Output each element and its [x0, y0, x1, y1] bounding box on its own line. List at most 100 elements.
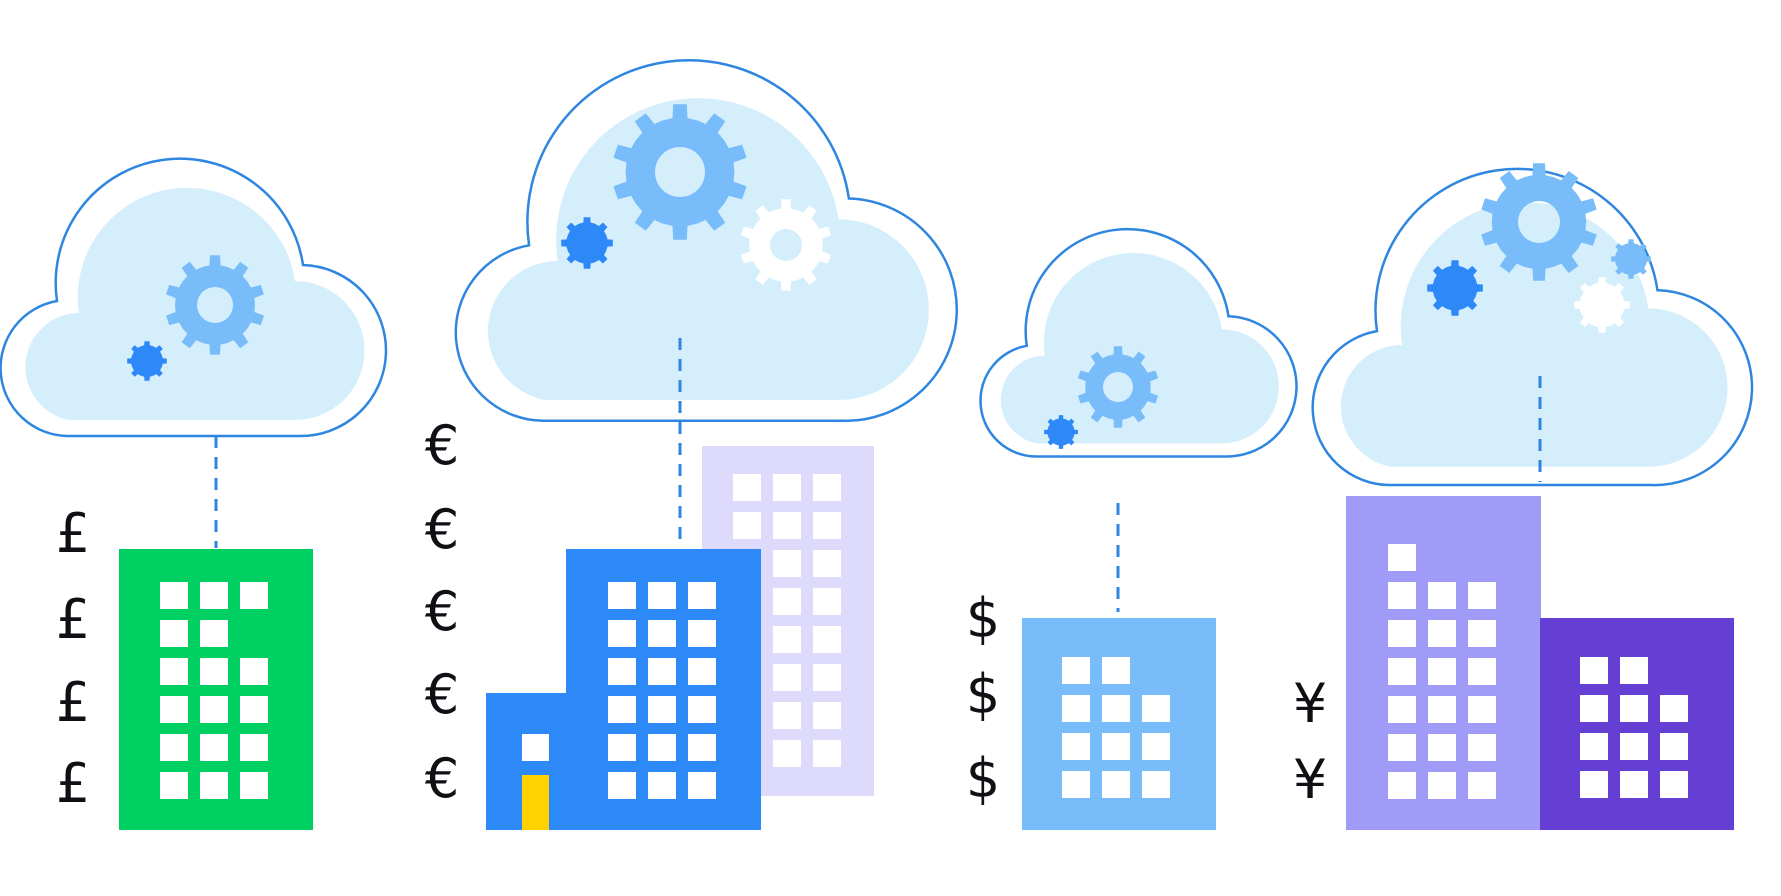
window	[1062, 733, 1090, 760]
window	[240, 658, 268, 685]
window	[688, 658, 716, 685]
gear-icon	[1574, 277, 1630, 333]
window	[813, 474, 841, 501]
window	[1620, 695, 1648, 722]
window	[1428, 658, 1456, 685]
building-icon	[1540, 618, 1734, 830]
window	[1468, 772, 1496, 799]
building-icon	[486, 693, 576, 830]
currency-symbol: $	[965, 587, 1001, 650]
window	[1580, 657, 1608, 684]
window	[648, 772, 676, 799]
cloud-icon	[1311, 163, 1754, 487]
window	[1660, 695, 1688, 722]
window	[1388, 582, 1416, 609]
window	[1142, 695, 1170, 722]
window	[688, 734, 716, 761]
window	[813, 550, 841, 577]
window	[648, 658, 676, 685]
window	[1062, 657, 1090, 684]
currency-symbol: $	[965, 663, 1001, 726]
currency-symbol: ¥	[1292, 748, 1328, 811]
window	[773, 702, 801, 729]
window	[773, 740, 801, 767]
window	[1620, 733, 1648, 760]
window	[160, 734, 188, 761]
window	[688, 772, 716, 799]
window	[1428, 734, 1456, 761]
window	[522, 734, 549, 761]
window	[1468, 582, 1496, 609]
window	[773, 588, 801, 615]
cloud-icon	[979, 227, 1298, 458]
window	[1388, 544, 1416, 571]
window	[200, 696, 228, 723]
window	[200, 658, 228, 685]
window	[1142, 771, 1170, 798]
window	[1062, 771, 1090, 798]
window	[733, 474, 761, 501]
gear-icon	[1077, 346, 1159, 428]
window	[1388, 658, 1416, 685]
window	[688, 696, 716, 723]
window	[1428, 620, 1456, 647]
gear-icon	[127, 341, 167, 381]
building-icon	[566, 549, 761, 830]
window	[813, 512, 841, 539]
currency-symbol: €	[424, 580, 460, 643]
window	[1428, 582, 1456, 609]
window	[773, 512, 801, 539]
window	[688, 582, 716, 609]
cloud-icon	[454, 59, 959, 423]
window	[773, 550, 801, 577]
window	[160, 658, 188, 685]
gear-icon	[1481, 163, 1597, 281]
window	[688, 620, 716, 647]
currency-symbol: £	[55, 671, 91, 734]
window	[1428, 696, 1456, 723]
gear-icon	[1044, 415, 1078, 449]
window	[813, 588, 841, 615]
window	[773, 474, 801, 501]
currency-symbol: £	[55, 752, 91, 815]
window	[1660, 733, 1688, 760]
window	[773, 626, 801, 653]
window	[1388, 620, 1416, 647]
window	[160, 620, 188, 647]
window	[1062, 695, 1090, 722]
currency-symbol: £	[55, 588, 91, 651]
window	[813, 664, 841, 691]
gear-icon	[613, 104, 747, 240]
window	[1468, 696, 1496, 723]
gear-icon	[1611, 239, 1651, 279]
building-icon	[1022, 618, 1216, 830]
door	[522, 775, 549, 830]
window	[773, 664, 801, 691]
currency-symbol: ¥	[1292, 672, 1328, 735]
window	[608, 734, 636, 761]
window	[648, 620, 676, 647]
currency-symbol: £	[55, 502, 91, 565]
window	[1468, 620, 1496, 647]
window	[200, 582, 228, 609]
gear-icon	[1427, 260, 1483, 316]
gear-icon	[741, 199, 831, 291]
window	[1580, 771, 1608, 798]
buildings-layer	[119, 446, 1734, 830]
currency-symbol: €	[424, 414, 460, 477]
connector-lines	[214, 338, 1542, 612]
window	[1142, 733, 1170, 760]
window	[1468, 658, 1496, 685]
cloud-icon	[0, 157, 388, 438]
window	[1428, 772, 1456, 799]
gear-icon	[166, 255, 264, 355]
window	[813, 702, 841, 729]
window	[1102, 657, 1130, 684]
currency-symbol: €	[424, 663, 460, 726]
window	[608, 582, 636, 609]
window	[1620, 657, 1648, 684]
window	[240, 772, 268, 799]
currency-symbol: €	[424, 747, 460, 810]
window	[200, 734, 228, 761]
